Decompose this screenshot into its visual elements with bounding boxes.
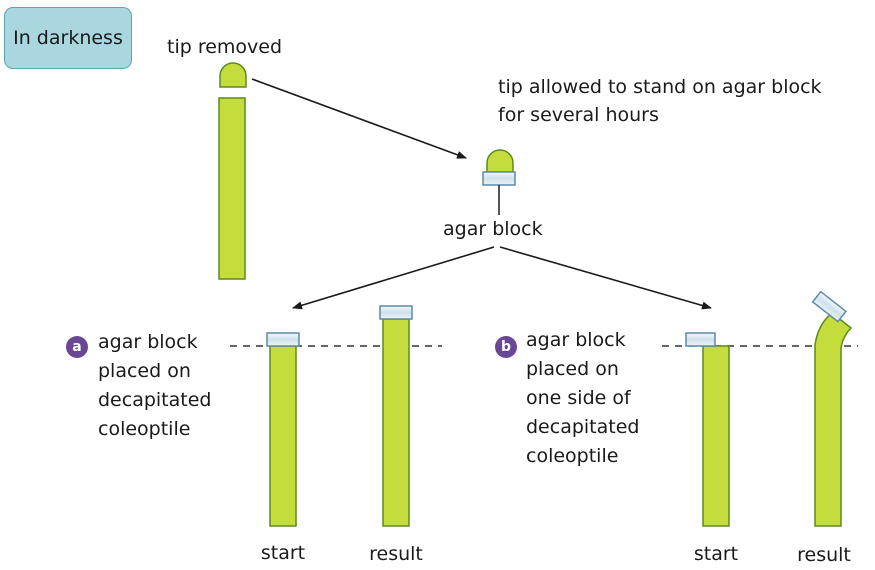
arrow-to-a — [292, 246, 495, 310]
result-label-a: result — [369, 543, 423, 565]
agar-block-a-result — [379, 305, 413, 320]
marker-b: b — [495, 336, 517, 358]
description-b-line1: agar block — [526, 329, 626, 351]
description-b-line2: placed on — [526, 358, 619, 380]
description-b-line4: decapitated — [526, 416, 640, 438]
description-a-line2: placed on — [98, 360, 191, 382]
agar-block-with-tip — [482, 171, 516, 186]
description-a-line4: coleoptile — [98, 418, 191, 440]
coleoptile-b-result — [814, 312, 853, 527]
arrow-to-b — [499, 246, 712, 310]
result-label-b: result — [797, 544, 851, 566]
agar-block-label: agar block — [443, 218, 543, 240]
tip-on-agar — [486, 149, 514, 173]
description-a-line1: agar block — [98, 331, 198, 353]
tip-on-agar-label-line2: for several hours — [498, 104, 659, 126]
agar-block-b-result — [811, 290, 847, 323]
coleoptile-a-result — [382, 318, 410, 527]
tip-on-agar-label-line1: tip allowed to stand on agar block — [498, 76, 822, 98]
agar-block-b-start — [685, 332, 716, 347]
start-label-b: start — [693, 543, 739, 565]
decapitated-coleoptile — [218, 97, 246, 280]
start-label-a: start — [260, 542, 306, 564]
condition-badge: In darkness — [4, 7, 132, 69]
description-a-line3: decapitated — [98, 389, 212, 411]
marker-a: a — [66, 336, 88, 358]
description-b-line5: coleoptile — [526, 445, 619, 467]
coleoptile-a-start — [269, 345, 297, 527]
coleoptile-b-start — [702, 345, 730, 527]
tip-removed-label: tip removed — [167, 36, 283, 58]
condition-label: In darkness — [13, 27, 123, 49]
removed-tip — [219, 62, 247, 88]
agar-block-a-start — [266, 332, 300, 347]
arrow-to-agar — [251, 78, 467, 159]
description-b-line3: one side of — [526, 387, 631, 409]
